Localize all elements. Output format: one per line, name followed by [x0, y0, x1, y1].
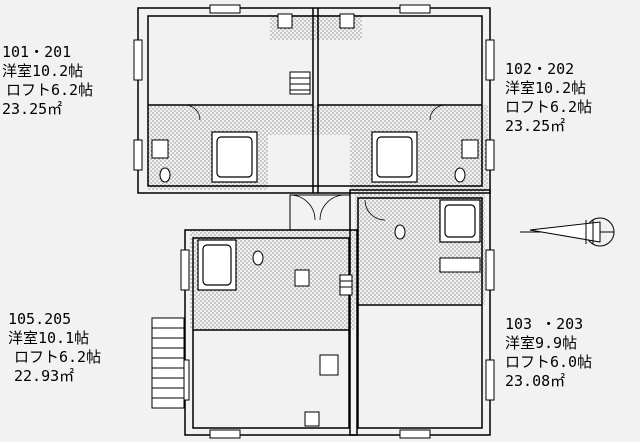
room-size: 洋室10.1帖 [8, 329, 90, 347]
loft-size: ロフト6.2帖 [14, 348, 102, 366]
loft-size: ロフト6.0帖 [505, 353, 593, 371]
north-arrow-icon [520, 217, 615, 247]
loft-size: ロフト6.2帖 [6, 81, 94, 99]
unit-label-102-202: 102・202 洋室10.2帖 ロフト6.2帖 23.25㎡ [505, 62, 592, 138]
corridor [289, 194, 351, 231]
windows [133, 4, 495, 439]
floor-area: 23.08㎡ [505, 372, 566, 390]
floor-area: 22.93㎡ [14, 367, 75, 385]
unit-label-103-203: 103 ・203 洋室9.9帖 ロフト6.0帖 23.08㎡ [505, 317, 592, 393]
room-size: 洋室9.9帖 [505, 334, 578, 352]
unit-number: 105.205 [8, 310, 72, 328]
room-size: 洋室10.2帖 [505, 79, 587, 97]
loft-size: ロフト6.2帖 [505, 98, 593, 116]
unit-number: 101・201 [2, 43, 72, 61]
unit-number: 102・202 [505, 60, 575, 78]
toilet-icon [159, 167, 466, 266]
unit-number: 103 ・203 [505, 315, 584, 333]
bathtub-icon [197, 131, 481, 291]
floor-area: 23.25㎡ [2, 100, 63, 118]
sink-icon [151, 13, 481, 427]
floor-area: 23.25㎡ [505, 117, 566, 135]
walls [137, 7, 491, 436]
unit-label-101-201: 101・201 洋室10.2帖 ロフト6.2帖 23.25㎡ [2, 45, 93, 121]
staircase-icon [151, 71, 353, 409]
room-size: 洋室10.2帖 [2, 62, 84, 80]
unit-label-105-205: 105.205 洋室10.1帖 ロフト6.2帖 22.93㎡ [8, 312, 101, 388]
